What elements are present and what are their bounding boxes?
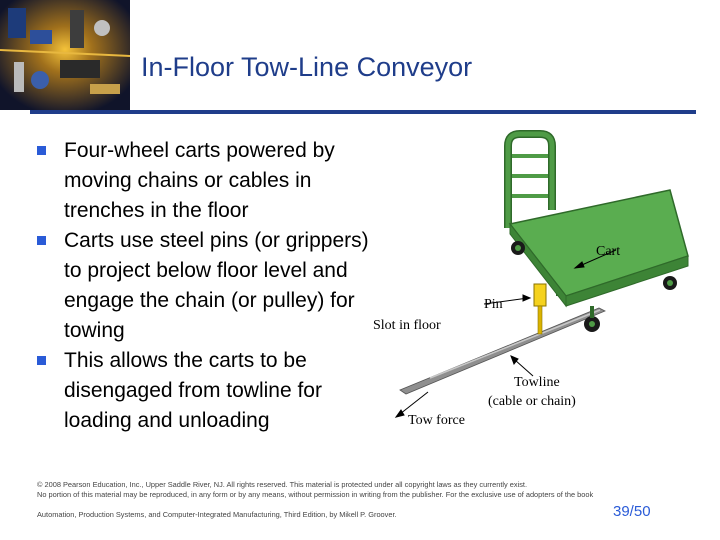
bullet-item: This allows the carts to be disengaged f…: [36, 346, 376, 436]
copyright-line: © 2008 Pearson Education, Inc., Upper Sa…: [37, 480, 528, 489]
copyright-line: No portion of this material may be repro…: [37, 490, 594, 499]
square-bullet-icon: [37, 236, 46, 245]
towline-sublabel: (cable or chain): [488, 394, 576, 409]
slot-label: Slot in floor: [373, 318, 441, 333]
floor-slot: [399, 307, 606, 395]
tow-line-cart-diagram: Cart Pin Slot in floor Towline (cable or…: [370, 128, 710, 433]
bullet-item: Four-wheel carts powered by moving chain…: [36, 136, 376, 226]
pin-label: Pin: [484, 297, 503, 312]
page-number: 39/50: [613, 503, 651, 520]
bullet-text: Four-wheel carts powered by moving chain…: [64, 139, 335, 222]
pin: [533, 283, 547, 335]
bullet-text: This allows the carts to be disengaged f…: [64, 349, 322, 432]
tow-force-label: Tow force: [408, 413, 465, 428]
square-bullet-icon: [37, 146, 46, 155]
bullet-list: Four-wheel carts powered by moving chain…: [36, 136, 376, 436]
towline-label: Towline: [514, 375, 560, 390]
slide-title: In-Floor Tow-Line Conveyor: [141, 52, 473, 82]
square-bullet-icon: [37, 356, 46, 365]
cart: [504, 130, 689, 332]
bullet-item: Carts use steel pins (or grippers) to pr…: [36, 226, 376, 346]
title-divider: [30, 110, 696, 114]
bullet-text: Carts use steel pins (or grippers) to pr…: [64, 229, 369, 342]
header-circuit-image: [0, 0, 130, 110]
cart-label: Cart: [596, 244, 620, 259]
source-citation: Automation, Production Systems, and Comp…: [37, 510, 397, 519]
copyright-notice: © 2008 Pearson Education, Inc., Upper Sa…: [37, 480, 593, 500]
label-arrows: [394, 249, 617, 418]
